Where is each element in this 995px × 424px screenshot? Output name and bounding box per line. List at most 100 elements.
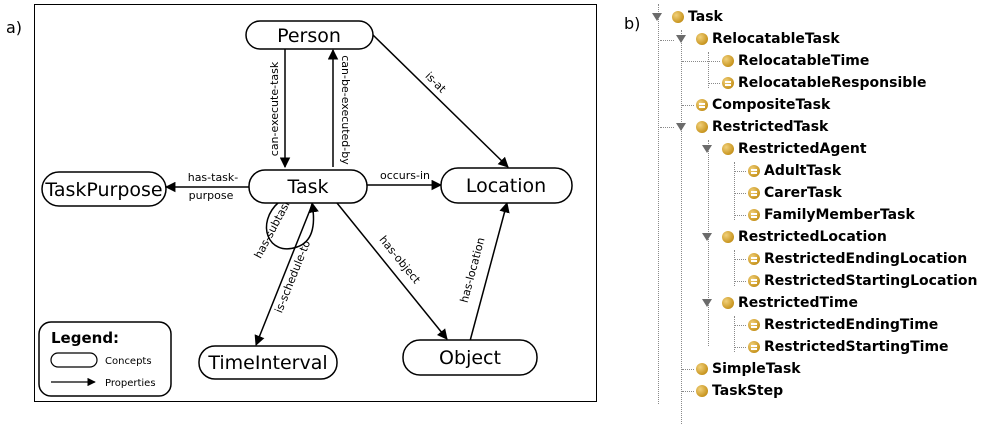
tree-item-restricted-starting-time[interactable]: RestrictedStartingTime xyxy=(748,336,949,358)
tree-connector xyxy=(682,391,694,392)
tree-item-adult-task[interactable]: AdultTask xyxy=(748,160,841,182)
tree-time-guide xyxy=(734,316,735,352)
tree-connector xyxy=(734,171,746,172)
defined-class-icon xyxy=(748,275,760,287)
legend: Legend: Concepts Properties xyxy=(38,321,172,397)
tree-level1-guide xyxy=(681,30,682,424)
tree-root-guide xyxy=(658,4,659,404)
tree-connector xyxy=(682,105,694,106)
node-time-interval-label: TimeInterval xyxy=(207,352,327,374)
tree-connector xyxy=(708,83,720,84)
expand-restricted-agent-toggle[interactable] xyxy=(702,145,712,153)
tree-item-label: RestrictedAgent xyxy=(738,141,867,157)
class-icon xyxy=(722,297,734,309)
tree-item-restricted-task[interactable]: RestrictedTask xyxy=(696,116,828,138)
expand-restricted-task-toggle[interactable] xyxy=(676,123,686,131)
tree-connector xyxy=(734,259,746,260)
node-person-label: Person xyxy=(277,25,341,47)
tree-item-restricted-agent[interactable]: RestrictedAgent xyxy=(722,138,867,160)
tree-agent-guide xyxy=(734,162,735,220)
edge-label-can-execute-task: can-execute-task xyxy=(268,61,281,156)
tree-connector xyxy=(682,61,720,62)
tree-connector xyxy=(660,40,674,41)
tree-item-label: RestrictedTask xyxy=(712,119,829,135)
defined-class-icon xyxy=(748,319,760,331)
tree-item-restricted-ending-location[interactable]: RestrictedEndingLocation xyxy=(748,248,967,270)
expand-relocatable-task-toggle[interactable] xyxy=(676,35,686,43)
tree-item-label: RestrictedEndingTime xyxy=(764,317,939,333)
class-icon xyxy=(722,143,734,155)
node-task-purpose: TaskPurpose xyxy=(41,171,167,207)
tree-item-label: CompositeTask xyxy=(712,97,831,113)
edge-label-is-at: is-at xyxy=(422,70,449,97)
tree-connector xyxy=(734,281,746,282)
tree-item-label: RestrictedEndingLocation xyxy=(764,251,968,267)
tree-item-relocatable-time[interactable]: RelocatableTime xyxy=(722,50,869,72)
node-task-label: Task xyxy=(286,176,328,198)
tree-connector xyxy=(734,325,746,326)
tree-item-label: SimpleTask xyxy=(712,361,801,377)
defined-class-icon xyxy=(748,187,760,199)
concept-diagram: can-execute-task can-be-executed-by is-a… xyxy=(34,4,597,402)
edge-is-at xyxy=(372,34,509,168)
defined-class-icon xyxy=(722,77,734,89)
tree-item-label: RestrictedStartingLocation xyxy=(764,273,978,289)
expand-task-toggle[interactable] xyxy=(652,13,662,21)
tree-item-task-step[interactable]: TaskStep xyxy=(696,380,783,402)
legend-concepts-label: Concepts xyxy=(105,356,152,367)
class-icon xyxy=(672,11,684,23)
edge-label-occurs-in: occurs-in xyxy=(380,169,430,182)
tree-item-label: CarerTask xyxy=(764,185,842,201)
tree-item-label: RelocatableTime xyxy=(738,53,870,69)
tree-connector xyxy=(682,369,694,370)
class-icon xyxy=(696,121,708,133)
tree-item-task[interactable]: Task xyxy=(672,6,723,28)
tree-item-relocatable-task[interactable]: RelocatableTask xyxy=(696,28,840,50)
node-object-label: Object xyxy=(439,347,501,369)
expand-restricted-time-toggle[interactable] xyxy=(702,299,712,307)
class-icon xyxy=(696,363,708,375)
edge-label-can-be-executed-by: can-be-executed-by xyxy=(339,55,352,165)
tree-connector xyxy=(734,215,746,216)
node-location: Location xyxy=(440,167,573,204)
tree-connector xyxy=(734,347,746,348)
edge-is-schedule-to xyxy=(254,204,313,346)
tree-connector xyxy=(660,127,674,128)
tree-relocatable-guide xyxy=(708,52,709,88)
panel-a-label: a) xyxy=(6,18,23,37)
defined-class-icon xyxy=(696,99,708,111)
tree-item-label: RelocatableTask xyxy=(712,31,840,47)
tree-item-restricted-starting-location[interactable]: RestrictedStartingLocation xyxy=(748,270,977,292)
node-time-interval: TimeInterval xyxy=(198,345,338,380)
panel-b-label: b) xyxy=(624,14,641,33)
tree-item-label: RestrictedStartingTime xyxy=(764,339,949,355)
tree-location-guide xyxy=(734,250,735,286)
tree-connector xyxy=(734,193,746,194)
legend-title: Legend: xyxy=(51,329,119,347)
tree-item-restricted-ending-time[interactable]: RestrictedEndingTime xyxy=(748,314,938,336)
legend-concept-swatch xyxy=(50,352,98,368)
edge-label-has-task-purpose-line1: has-task- xyxy=(188,171,239,184)
defined-class-icon xyxy=(748,165,760,177)
class-icon xyxy=(696,33,708,45)
tree-item-label: Task xyxy=(688,9,723,25)
edge-has-subtask xyxy=(265,201,319,250)
tree-item-label: AdultTask xyxy=(764,163,842,179)
tree-item-label: FamilyMemberTask xyxy=(764,207,915,223)
tree-item-restricted-time[interactable]: RestrictedTime xyxy=(722,292,858,314)
node-task: Task xyxy=(248,169,368,204)
tree-item-relocatable-responsible[interactable]: RelocatableResponsible xyxy=(722,72,927,94)
class-hierarchy-tree: Task RelocatableTask RelocatableTime Rel… xyxy=(650,0,995,424)
legend-properties-label: Properties xyxy=(105,378,156,389)
tree-item-carer-task[interactable]: CarerTask xyxy=(748,182,842,204)
node-person: Person xyxy=(245,20,374,50)
tree-item-composite-task[interactable]: CompositeTask xyxy=(696,94,830,116)
tree-item-restricted-location[interactable]: RestrictedLocation xyxy=(722,226,887,248)
edge-has-object xyxy=(336,202,448,340)
expand-restricted-location-toggle[interactable] xyxy=(702,233,712,241)
tree-item-simple-task[interactable]: SimpleTask xyxy=(696,358,801,380)
edge-label-is-schedule-to: is-schedule-to xyxy=(272,238,313,315)
tree-item-label: RestrictedLocation xyxy=(738,229,887,245)
tree-item-family-member-task[interactable]: FamilyMemberTask xyxy=(748,204,915,226)
concept-diagram-canvas: can-execute-task can-be-executed-by is-a… xyxy=(38,20,573,397)
